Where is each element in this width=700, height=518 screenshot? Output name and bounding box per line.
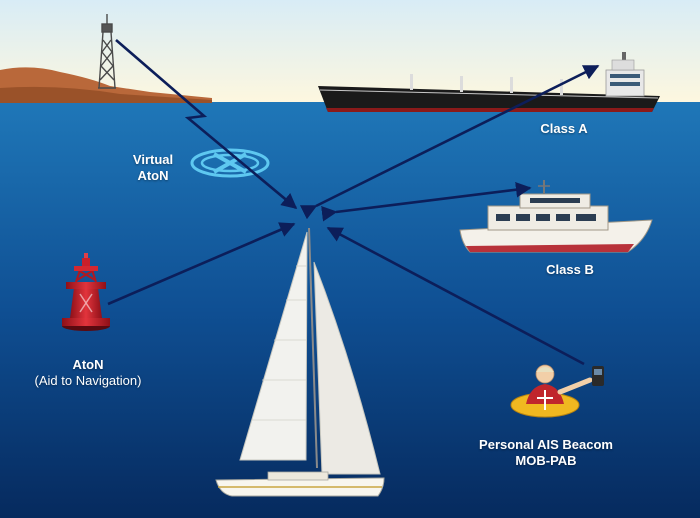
- class-a-label: Class A: [540, 121, 588, 136]
- arrow-shore-station: [115, 39, 298, 209]
- arrow-aton: [107, 222, 296, 306]
- sailboat: [215, 227, 385, 497]
- radio-tower-icon: [98, 14, 116, 89]
- arrow-mob-pab: [326, 226, 585, 366]
- aton-label: AtoN (Aid to Navigation): [8, 357, 168, 389]
- arrow-class-b: [321, 181, 532, 222]
- virtual-aton-label-line1: Virtual: [132, 152, 174, 167]
- aton-label-subtitle: (Aid to Navigation): [34, 373, 142, 388]
- mob-person-icon: [510, 364, 604, 418]
- ais-signal-arrows: [107, 39, 600, 366]
- virtual-aton-label: Virtual AtoN: [118, 152, 188, 184]
- aton-buoy-icon: [62, 253, 110, 331]
- mob-pab-label-line1: Personal AIS Beacom: [479, 437, 613, 452]
- aton-label-title: AtoN: [72, 357, 104, 372]
- virtual-aton-icon: [190, 148, 270, 178]
- mob-pab-label: Personal AIS Beacom MOB-PAB: [466, 437, 626, 469]
- class-b-label: Class B: [546, 262, 594, 277]
- virtual-aton-label-line2: AtoN: [137, 168, 169, 183]
- mob-pab-label-line2: MOB-PAB: [515, 453, 577, 468]
